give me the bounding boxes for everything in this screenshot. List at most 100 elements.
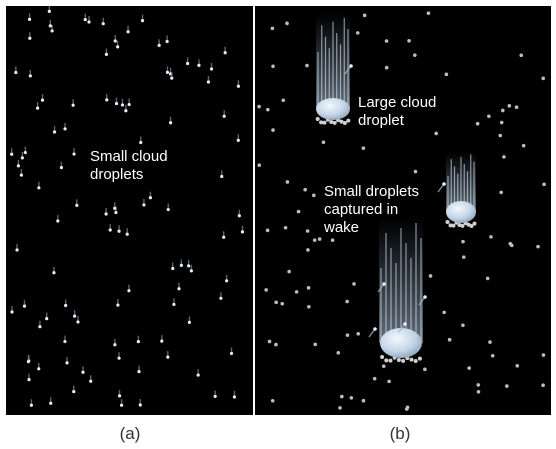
small-droplet (117, 229, 121, 233)
small-droplet (220, 174, 224, 179)
large-droplet (380, 328, 422, 358)
small-droplet (519, 53, 524, 58)
small-droplet (105, 98, 109, 102)
captured-droplet (315, 117, 320, 121)
small-droplet (407, 38, 411, 43)
small-droplet (356, 331, 360, 336)
small-droplet (345, 333, 350, 337)
captured-droplet (417, 356, 422, 361)
small-droplet (426, 11, 431, 15)
small-droplet (206, 80, 211, 84)
small-droplet (177, 287, 181, 291)
small-droplet (65, 361, 69, 365)
panel-b: Large cloud droplet Small droplets captu… (255, 6, 551, 415)
captured-droplet (384, 358, 389, 363)
small-droplet (476, 389, 481, 394)
small-droplet (179, 263, 183, 267)
large-droplet-group (445, 152, 477, 228)
small-droplet (270, 398, 275, 403)
small-droplet (63, 127, 67, 131)
small-droplet (187, 264, 191, 268)
small-droplet (166, 355, 170, 359)
small-droplet (257, 163, 262, 168)
captured-droplet (339, 119, 344, 124)
panel-divider (253, 6, 255, 415)
panel-a: Small cloud droplets (6, 6, 253, 415)
small-droplet (170, 76, 174, 80)
small-droplet (352, 282, 356, 286)
small-droplet (209, 67, 214, 71)
captured-droplet (466, 222, 471, 227)
large-cloud-droplet-label: Large cloud droplet (358, 94, 437, 129)
small-droplet (338, 406, 342, 410)
captured-droplet (451, 223, 456, 228)
small-droplet (26, 360, 31, 364)
small-droplet (117, 356, 121, 360)
small-droplet (312, 193, 316, 198)
small-droplet (475, 121, 480, 126)
small-droplet (381, 364, 386, 368)
small-droplet (536, 244, 540, 249)
small-droplet (306, 286, 311, 290)
small-droplet (306, 248, 310, 252)
small-droplet (222, 114, 226, 118)
small-droplet (487, 114, 491, 119)
captured-droplet (388, 358, 393, 363)
small-droplet (47, 9, 51, 13)
small-droplet (59, 166, 64, 170)
small-droplet (442, 310, 446, 315)
small-droplet (355, 31, 360, 35)
captured-droplet (448, 223, 453, 228)
small-droplet (281, 98, 286, 103)
small-droplet (257, 104, 261, 109)
small-droplet (165, 70, 170, 74)
small-droplet (223, 51, 227, 55)
small-droplet (521, 143, 526, 148)
small-droplet (307, 304, 311, 309)
small-droplet (27, 17, 32, 21)
small-droplet (15, 248, 19, 252)
small-droplet (116, 303, 120, 307)
small-droplet (361, 398, 366, 403)
small-droplet (498, 133, 503, 138)
small-droplet (172, 302, 176, 307)
small-droplet (232, 395, 237, 399)
small-droplet (476, 383, 481, 387)
small-cloud-droplets-label: Small cloud droplets (90, 148, 168, 183)
small-droplet (434, 131, 439, 136)
small-droplet (303, 187, 307, 192)
small-droplet (28, 74, 32, 78)
small-droplet (287, 269, 291, 274)
small-droplet (108, 228, 112, 232)
small-droplet (19, 173, 23, 177)
small-droplet (461, 255, 466, 259)
small-droplet (23, 150, 27, 155)
small-droplet (197, 63, 201, 67)
small-droplet (428, 274, 433, 278)
captured-droplet (380, 355, 385, 359)
small-droplet (187, 320, 191, 325)
small-droplet (264, 288, 268, 292)
small-droplet (113, 39, 117, 43)
small-droplet (196, 373, 200, 377)
small-droplet (48, 24, 52, 28)
small-droplet (467, 366, 471, 370)
small-droplet (505, 384, 509, 388)
small-droplet (157, 43, 161, 47)
small-droplet (166, 207, 170, 212)
small-droplet (139, 140, 143, 145)
small-droplet (101, 22, 105, 26)
small-droplet (117, 394, 122, 398)
small-droplet (76, 320, 80, 324)
small-droplet (148, 196, 153, 200)
wake-droplet (403, 322, 407, 326)
small-droplet (71, 103, 75, 107)
small-droplet (219, 296, 223, 300)
small-droplet (119, 403, 124, 407)
small-droplet (509, 243, 514, 248)
collision-field (257, 11, 546, 411)
small-droplet (336, 351, 341, 355)
captured-droplet (445, 220, 450, 224)
large-droplet (316, 98, 350, 120)
small-droplet (120, 103, 125, 107)
